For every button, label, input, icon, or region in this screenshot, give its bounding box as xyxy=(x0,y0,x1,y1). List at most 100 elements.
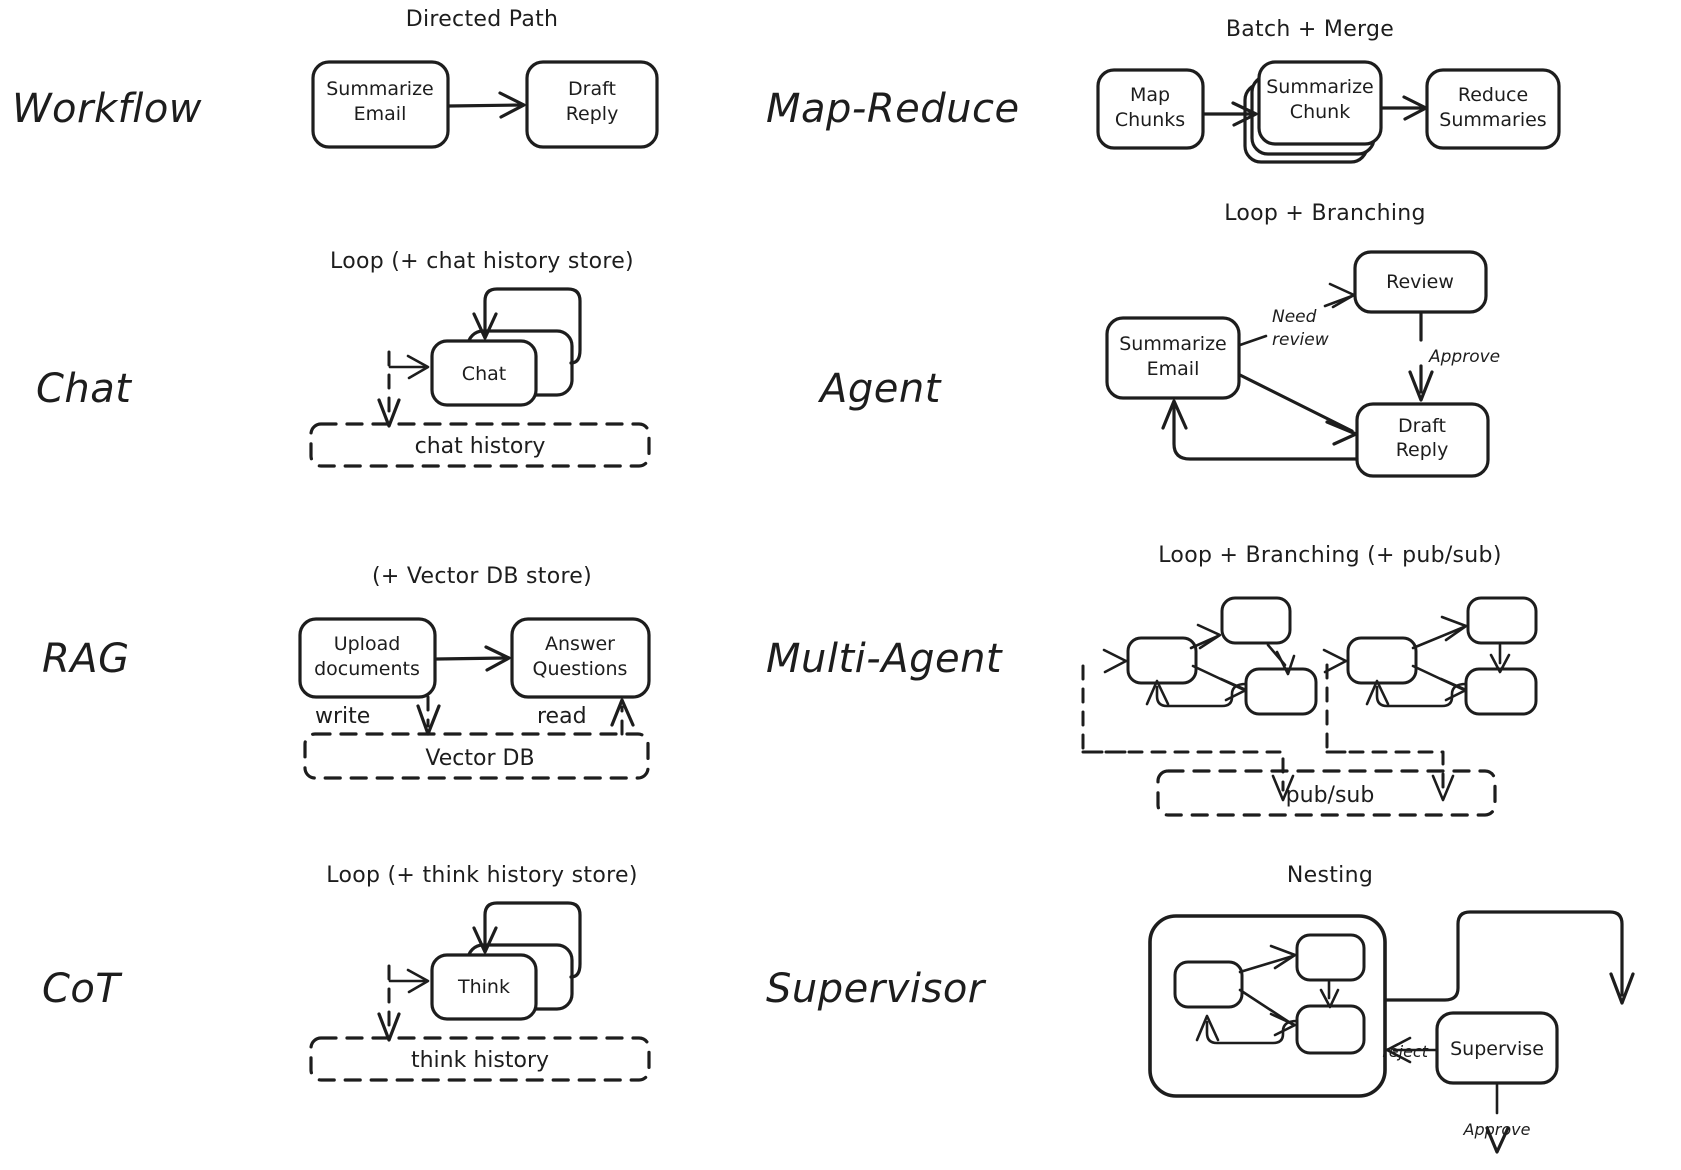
edge-summarize-to-review: Need review xyxy=(1238,282,1356,350)
store-think-history[interactable]: think history xyxy=(309,1036,651,1082)
supervisor-subgraph-container[interactable] xyxy=(1148,914,1387,1098)
node-line-1: Upload xyxy=(334,633,401,655)
node-chat-stack[interactable]: Chat xyxy=(430,329,574,407)
edge-summarize-to-reduce xyxy=(1380,95,1428,121)
store-chat-history[interactable]: chat history xyxy=(309,422,651,468)
node-box[interactable] xyxy=(1435,1011,1559,1085)
node-line-2: Questions xyxy=(533,658,628,680)
store-box[interactable] xyxy=(309,1036,651,1082)
row-label-multi-agent: Multi-Agent xyxy=(766,636,1003,682)
node-box[interactable] xyxy=(1257,60,1383,146)
node-box-top[interactable] xyxy=(1466,596,1538,645)
node-box-top[interactable] xyxy=(1220,596,1292,645)
edge-label-approve-supervisor: Approve xyxy=(1463,1120,1531,1139)
row-label-map-reduce: Map-Reduce xyxy=(766,86,1020,132)
node-box[interactable] xyxy=(311,60,450,149)
edge-bottom-left-loop xyxy=(1205,1019,1299,1045)
edge-right-left-loop xyxy=(1155,682,1248,708)
node-summarize-email-agent[interactable]: Summarize Email xyxy=(1105,316,1241,400)
row-label-workflow: Workflow xyxy=(12,86,202,132)
node-supervise[interactable]: Supervise xyxy=(1435,1011,1559,1085)
node-box[interactable] xyxy=(1353,250,1488,314)
node-draft-reply-agent[interactable]: Draft Reply xyxy=(1355,402,1490,478)
edge-dashed-out xyxy=(1325,750,1445,792)
node-box[interactable] xyxy=(1105,316,1241,400)
node-box-right[interactable] xyxy=(1464,667,1538,716)
edge-summarize-to-draft-agent xyxy=(1238,373,1358,446)
store-box[interactable] xyxy=(1156,769,1497,817)
caption-loop-branching-pubsub: Loop + Branching (+ pub/sub) xyxy=(1158,543,1501,568)
caption-nesting: Nesting xyxy=(1287,863,1373,888)
store-box[interactable] xyxy=(303,732,650,780)
node-box[interactable] xyxy=(1355,402,1490,478)
node-box[interactable] xyxy=(1096,68,1205,150)
node-line-2: documents xyxy=(314,658,420,680)
node-line-1: Reduce xyxy=(1458,84,1528,106)
row-label-chat: Chat xyxy=(36,366,132,412)
caption-directed-path: Directed Path xyxy=(406,7,559,32)
edge-upload-to-store-write: write xyxy=(315,695,441,736)
node-line-2: Summaries xyxy=(1439,109,1546,131)
edge-summarize-to-draft xyxy=(447,91,526,119)
node-box-bottom[interactable] xyxy=(1295,1004,1366,1055)
edge-label-review: review xyxy=(1272,330,1329,350)
node-reduce-summaries[interactable]: Reduce Summaries xyxy=(1425,68,1561,150)
edge-label-need: Need xyxy=(1272,307,1317,327)
row-cot: CoT Loop (+ think history store) Think t… xyxy=(42,863,651,1082)
row-label-cot: CoT xyxy=(42,966,123,1012)
node-box[interactable] xyxy=(298,617,437,699)
node-box[interactable] xyxy=(525,60,659,149)
arrowhead-dashed-out xyxy=(1431,774,1455,802)
store-label: chat history xyxy=(415,434,546,459)
node-summarize-email-workflow[interactable]: Summarize Email xyxy=(311,60,450,149)
store-vector-db[interactable]: Vector DB xyxy=(303,732,650,780)
node-upload-documents[interactable]: Upload documents xyxy=(298,617,437,699)
arrowhead-dashed-in xyxy=(1322,648,1348,674)
caption-batch-merge: Batch + Merge xyxy=(1226,17,1394,42)
edge-container-to-supervise xyxy=(1384,910,1635,1005)
node-summarize-chunk-stack[interactable]: Summarize Chunk xyxy=(1243,60,1383,164)
node-box[interactable] xyxy=(430,339,538,407)
edge-label-write: write xyxy=(315,704,370,729)
store-box[interactable] xyxy=(309,422,651,468)
node-label: Chat xyxy=(462,363,506,385)
node-draft-reply-workflow[interactable]: Draft Reply xyxy=(525,60,659,149)
node-line-1: Draft xyxy=(1398,415,1446,437)
edge-store-to-answer-read: read xyxy=(537,698,635,736)
store-pubsub[interactable]: pub/sub xyxy=(1156,769,1497,817)
node-box-left[interactable] xyxy=(1173,960,1244,1009)
node-label: Supervise xyxy=(1450,1038,1544,1060)
node-box-left[interactable] xyxy=(1126,636,1198,685)
edge-store-to-think xyxy=(388,968,430,994)
store-label: Vector DB xyxy=(425,746,534,771)
node-review[interactable]: Review xyxy=(1353,250,1488,314)
caption-loop-branching: Loop + Branching xyxy=(1224,201,1426,226)
row-chat: Chat Loop (+ chat history store) Chat ch… xyxy=(36,249,651,468)
node-box-top[interactable] xyxy=(1295,933,1366,982)
edge-review-to-draft: Approve xyxy=(1408,312,1500,402)
node-line-1: Summarize xyxy=(326,78,434,100)
multi-agent-cluster-b xyxy=(1322,596,1538,802)
edge-think-self-loop xyxy=(472,901,582,979)
node-box[interactable] xyxy=(430,953,538,1021)
multi-agent-cluster-a xyxy=(1081,596,1318,802)
row-label-supervisor: Supervisor xyxy=(766,966,987,1012)
edge-upload-to-answer xyxy=(435,645,511,672)
node-line-2: Email xyxy=(354,103,407,125)
node-map-chunks[interactable]: Map Chunks xyxy=(1096,68,1205,150)
node-box[interactable] xyxy=(510,617,651,699)
node-line-1: Draft xyxy=(568,78,616,100)
node-answer-questions[interactable]: Answer Questions xyxy=(510,617,651,699)
node-label: Think xyxy=(457,976,510,998)
node-box-right[interactable] xyxy=(1244,667,1318,716)
edge-chat-to-store xyxy=(377,350,401,428)
caption-loop-think: Loop (+ think history store) xyxy=(326,863,637,888)
node-think-stack[interactable]: Think xyxy=(430,943,574,1021)
node-box-left[interactable] xyxy=(1346,636,1418,685)
row-supervisor: Supervisor Nesting Supervise xyxy=(766,863,1635,1154)
row-map-reduce: Map-Reduce Batch + Merge Map Chunks Summ… xyxy=(766,17,1561,164)
arrowhead-dashed-in xyxy=(1102,648,1128,674)
node-line-2: Reply xyxy=(566,103,619,125)
